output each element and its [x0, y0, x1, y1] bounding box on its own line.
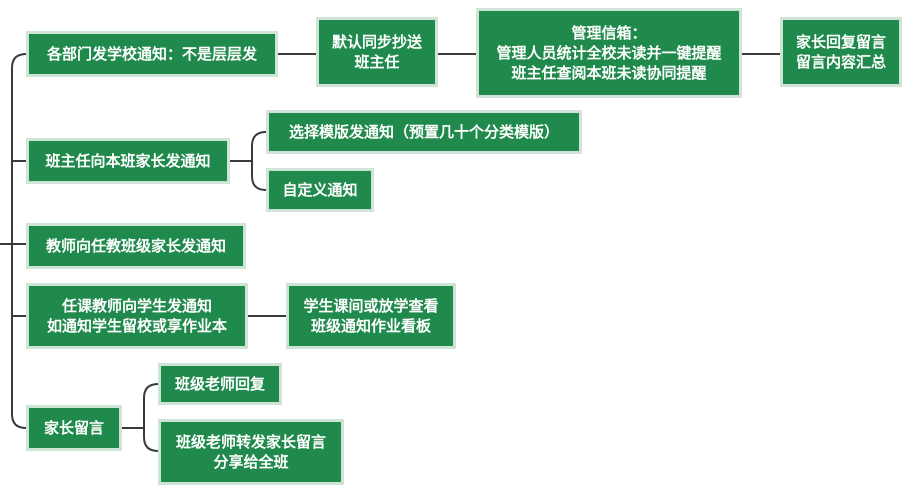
node-label: 班级老师回复 [174, 375, 265, 393]
node-label: 管理信箱： [571, 24, 647, 42]
node-label: 分享给全班 [213, 453, 289, 471]
node-label: 任课教师向学生发通知 [61, 297, 212, 315]
node-cc-head-teacher[interactable]: 默认同步抄送 班主任 [316, 17, 438, 87]
node-label: 选择模版发通知（预置几十个分类模版） [288, 123, 559, 141]
node-subject-teacher-notice[interactable]: 任课教师向学生发通知 如通知学生留校或享作业本 [26, 283, 248, 349]
node-teacher-class-notice[interactable]: 教师向任教班级家长发通知 [26, 223, 246, 269]
node-label: 自定义通知 [282, 181, 358, 199]
node-label: 家长回复留言 [795, 33, 886, 51]
node-template-notice[interactable]: 选择模版发通知（预置几十个分类模版） [266, 110, 582, 154]
node-label: 班主任 [354, 53, 400, 71]
node-student-board[interactable]: 学生课间或放学查看 班级通知作业看板 [286, 283, 456, 349]
node-label: 学生课间或放学查看 [303, 297, 439, 315]
node-teacher-reply[interactable]: 班级老师回复 [158, 363, 282, 405]
node-parent-message[interactable]: 家长留言 [26, 405, 122, 451]
node-label: 家长留言 [43, 419, 104, 437]
node-label: 默认同步抄送 [331, 33, 422, 51]
node-label: 如通知学生留校或享作业本 [46, 317, 227, 335]
main-trunk [11, 53, 27, 429]
node-label: 管理人员统计全校未读并一键提醒 [496, 44, 722, 62]
node-parent-reply-summary[interactable]: 家长回复留言 留言内容汇总 [780, 17, 902, 87]
node-label: 班主任向本班家长发通知 [45, 152, 211, 170]
node-label: 班级老师转发家长留言 [175, 433, 326, 451]
node-label: 各部门发学校通知：不是层层发 [46, 45, 257, 63]
fork-n2 [251, 131, 267, 191]
node-label: 留言内容汇总 [795, 53, 886, 71]
node-forward-message[interactable]: 班级老师转发家长留言 分享给全班 [158, 419, 344, 485]
node-label: 班级通知作业看板 [310, 317, 431, 335]
node-label: 教师向任教班级家长发通知 [45, 237, 226, 255]
node-label: 班主任查阅本班未读协同提醒 [511, 64, 707, 82]
fork-n5 [143, 383, 159, 452]
node-custom-notice[interactable]: 自定义通知 [266, 168, 374, 212]
node-school-notice[interactable]: 各部门发学校通知：不是层层发 [26, 31, 278, 77]
node-head-teacher-notice[interactable]: 班主任向本班家长发通知 [26, 138, 230, 184]
node-management-mailbox[interactable]: 管理信箱： 管理人员统计全校未读并一键提醒 班主任查阅本班未读协同提醒 [476, 8, 742, 98]
